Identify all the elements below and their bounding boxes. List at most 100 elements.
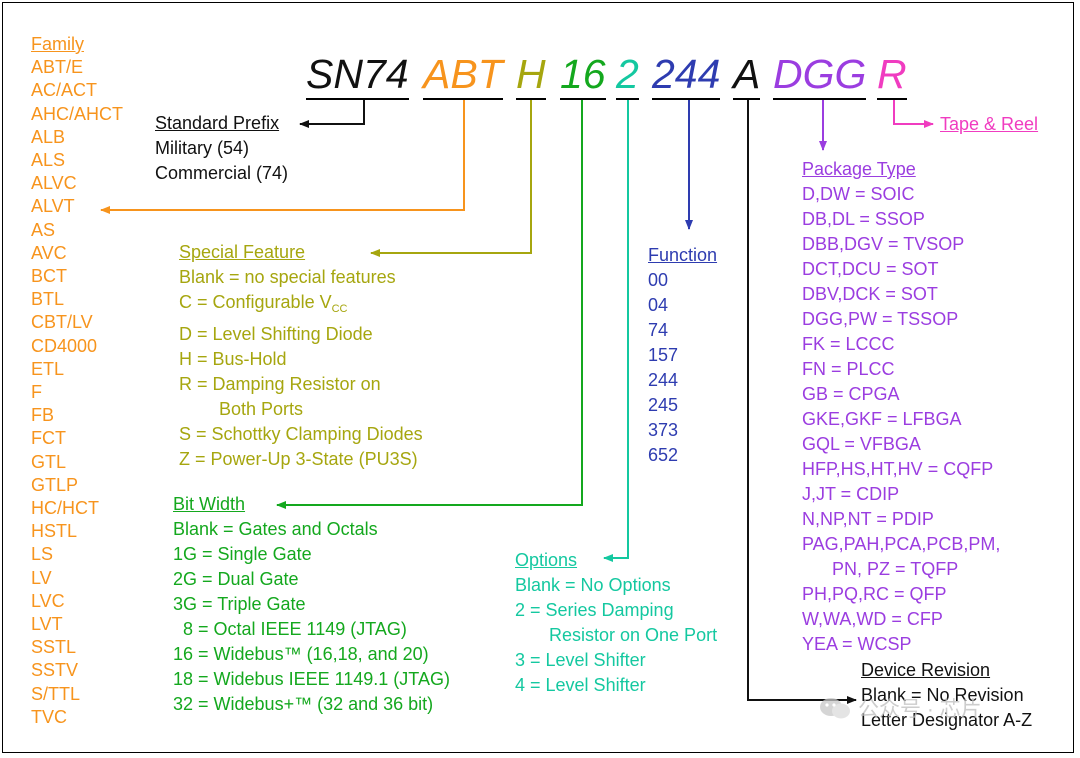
device-revision-title: Device Revision [861, 660, 991, 680]
family-item: FCT [31, 428, 66, 449]
device-revision-item: Letter Designator A-Z [861, 710, 1033, 730]
package-item: DB,DL = SSOP [802, 209, 925, 229]
family-item: HC/HCT [31, 498, 99, 519]
family-item: ABT/E [31, 57, 84, 78]
function-item: 00 [648, 270, 669, 290]
family-item: GTL [31, 451, 67, 472]
family-item: BCT [31, 266, 67, 287]
family-item: AVC [31, 242, 67, 263]
function-item: 04 [648, 295, 669, 315]
pn-function: 244 [652, 52, 721, 100]
function-item: 652 [648, 445, 679, 465]
special-feature-item: Both Ports [219, 399, 304, 419]
special-feature-item: D = Level Shifting Diode [179, 324, 373, 344]
pn-tape-reel: R [877, 52, 907, 100]
package-item: PAG,PAH,PCA,PCB,PM, [802, 534, 1001, 554]
pn-revision: A [733, 52, 761, 100]
family-item: BTL [31, 289, 65, 310]
family-arrow [100, 100, 465, 214]
family-item: LS [31, 544, 54, 565]
pn-package: DGG [773, 52, 867, 100]
options-item: 2 = Series Damping [515, 600, 674, 620]
family-item: ALVC [31, 173, 77, 194]
function-title: Function [648, 245, 718, 265]
family-item: ETL [31, 358, 65, 379]
bit-width-item: 2G = Dual Gate [173, 569, 299, 589]
prefix-title: Standard Prefix [155, 113, 280, 133]
family-item: ALB [31, 126, 66, 147]
family-section: Family ABT/E AC/ACT AHC/AHCT ALB ALS ALV… [31, 33, 123, 729]
prefix-section: Standard Prefix Military (54) Commercial… [155, 111, 288, 186]
bit-width-arrow [276, 100, 583, 509]
family-item: FB [31, 405, 55, 426]
bit-width-item: 16 = Widebus™ (16,18, and 20) [173, 644, 429, 664]
family-item: SSTL [31, 637, 77, 658]
tape-reel-arrow [893, 100, 934, 128]
options-title: Options [515, 550, 578, 570]
package-item: FK = LCCC [802, 334, 895, 354]
pn-options: 2 [616, 52, 639, 100]
family-item: S/TTL [31, 683, 81, 704]
family-item: AHC/AHCT [31, 103, 124, 124]
package-item: GB = CPGA [802, 384, 900, 404]
package-item: GQL = VFBGA [802, 434, 921, 454]
bit-width-item: 1G = Single Gate [173, 544, 312, 564]
family-item: HSTL [31, 521, 78, 542]
watermark-text: 公众号 · 芯片 [858, 698, 982, 721]
special-feature-title: Special Feature [179, 242, 306, 262]
device-revision-item: Blank = No Revision [861, 685, 1024, 705]
package-item: PH,PQ,RC = QFP [802, 584, 947, 604]
pn-prefix: SN74 [306, 52, 409, 100]
bit-width-item: 3G = Triple Gate [173, 594, 306, 614]
function-item: 373 [648, 420, 679, 440]
special-feature-arrow [370, 100, 532, 257]
family-item: ALS [31, 150, 66, 171]
package-item: HFP,HS,HT,HV = CQFP [802, 459, 994, 479]
family-item: TVC [31, 706, 67, 727]
family-item: SSTV [31, 660, 79, 681]
options-section: Options Blank = No Options 2 = Series Da… [515, 548, 717, 698]
package-item: GKE,GKF = LFBGA [802, 409, 962, 429]
prefix-arrow [299, 100, 365, 128]
package-item: J,JT = CDIP [802, 484, 900, 504]
pn-family: ABT [423, 52, 503, 100]
bit-width-item: 18 = Widebus IEEE 1149.1 (JTAG) [173, 669, 450, 689]
package-type-section: Package Type D,DW = SOIC DB,DL = SSOP DB… [802, 157, 1000, 657]
package-type-title: Package Type [802, 159, 916, 179]
bit-width-title: Bit Width [173, 494, 246, 514]
prefix-item: Military (54) [155, 138, 250, 158]
revision-arrow [747, 100, 857, 704]
options-item: 4 = Level Shifter [515, 675, 646, 695]
package-item: W,WA,WD = CFP [802, 609, 943, 629]
options-item: Blank = No Options [515, 575, 671, 595]
function-item: 157 [648, 345, 679, 365]
package-item: DBV,DCK = SOT [802, 284, 938, 304]
bit-width-section: Bit Width Blank = Gates and Octals 1G = … [173, 492, 450, 717]
package-item: FN = PLCC [802, 359, 895, 379]
family-item: AS [31, 219, 56, 240]
family-item: F [31, 382, 42, 403]
bit-width-item: 32 = Widebus+™ (32 and 36 bit) [173, 694, 434, 714]
family-item: LVC [31, 590, 65, 611]
family-item: GTLP [31, 474, 79, 495]
special-feature-item: S = Schottky Clamping Diodes [179, 424, 423, 444]
bit-width-item: Blank = Gates and Octals [173, 519, 378, 539]
family-item: ALVT [31, 196, 75, 217]
function-item: 245 [648, 395, 679, 415]
family-title: Family [31, 34, 84, 54]
special-feature-item: Z = Power-Up 3-State (PU3S) [179, 449, 418, 469]
device-revision-section: Device Revision Blank = No Revision Lett… [861, 658, 1032, 733]
special-feature-item: C = Configurable VCC [179, 292, 348, 315]
family-item: LVT [31, 614, 63, 635]
pn-special-feature: H [516, 52, 546, 100]
special-feature-section: Special Feature Blank = no special featu… [179, 240, 423, 472]
options-item: Resistor on One Port [549, 625, 718, 645]
family-item: CBT/LV [31, 312, 93, 333]
vcc-subscript: CC [331, 303, 348, 315]
options-arrow [603, 100, 629, 562]
bit-width-item: 8 = Octal IEEE 1149 (JTAG) [183, 619, 407, 639]
prefix-item: Commercial (74) [155, 163, 289, 183]
package-item: YEA = WCSP [802, 634, 912, 654]
package-item: N,NP,NT = PDIP [802, 509, 934, 529]
function-item: 244 [648, 370, 679, 390]
